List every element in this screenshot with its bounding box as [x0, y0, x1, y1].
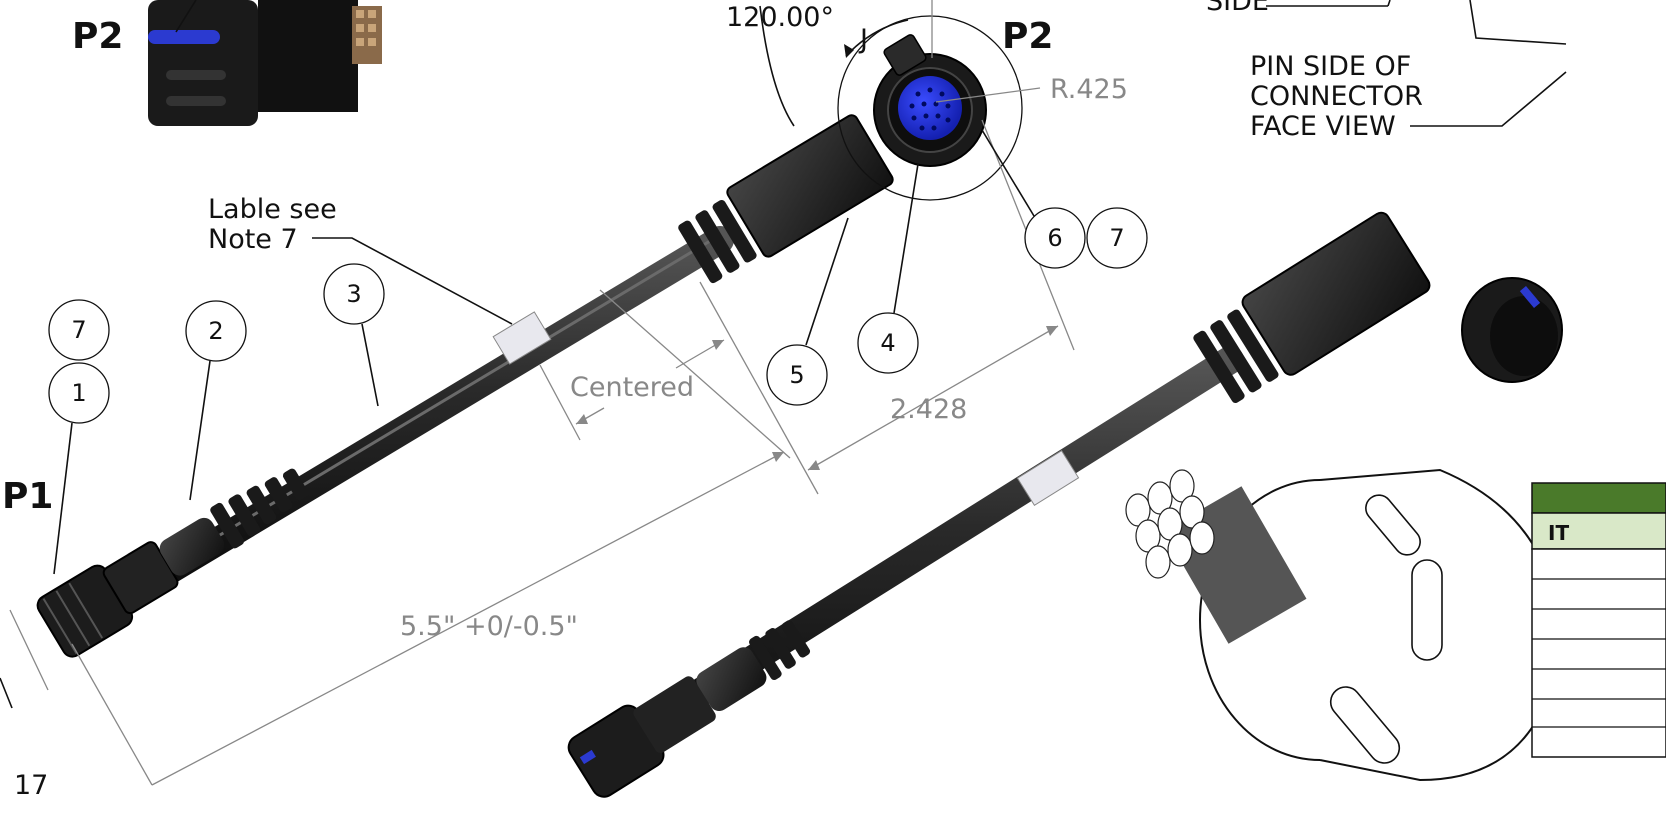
wire-bundle-icon: [1125, 469, 1215, 579]
dimension-lines: 2.428 Centered 5.5" +0/-0.5": [9, 119, 1075, 786]
balloon-1: 1: [48, 362, 110, 575]
balloon-label: 2: [208, 317, 223, 345]
detail-letter: J: [858, 24, 868, 55]
pin-side-line1: PIN SIDE OF: [1250, 51, 1411, 82]
label-note-line1: Lable see: [208, 194, 337, 225]
p2-right-angle-connector: [678, 34, 987, 284]
balloon-4: 4: [857, 163, 919, 374]
p1-straight-connector: [36, 468, 309, 658]
main-cable-assembly: [36, 34, 987, 658]
balloon-2: 2: [185, 300, 247, 501]
label-band-iso: [1016, 449, 1080, 507]
isometric-cable-assembly: [567, 211, 1563, 798]
balloon-6: 6: [981, 129, 1086, 269]
balloon-label: 5: [789, 361, 804, 389]
balloon-5: 5: [766, 217, 849, 406]
balloon-7-right: 7: [1086, 207, 1148, 269]
length-2428-dimension: 2.428: [890, 394, 967, 425]
connector-closeup-view: [1125, 468, 1562, 782]
label-note-line2: Note 7: [208, 224, 298, 255]
balloon-label: 6: [1047, 224, 1062, 252]
bom-header-item: IT: [1548, 521, 1569, 545]
pin-side-line2: CONNECTOR: [1250, 81, 1423, 112]
bom-table: IT: [1531, 482, 1666, 758]
balloon-7-left: 7: [48, 299, 110, 361]
bottom-fragment-text: 17: [14, 770, 48, 801]
centered-dimension: Centered: [570, 372, 694, 403]
balloon-label: 7: [1109, 224, 1124, 252]
overall-length-dimension: 5.5" +0/-0.5": [400, 611, 578, 642]
p1-label: P1: [2, 476, 53, 517]
label-band: [492, 311, 552, 365]
side-fragment-text: SIDE: [1206, 0, 1269, 17]
contact-pins-icon: [352, 6, 382, 64]
pin-side-line3: FACE VIEW: [1250, 111, 1396, 142]
balloon-label: 4: [880, 329, 895, 357]
pin-face-icon: [898, 76, 962, 140]
balloon-label: 1: [71, 379, 86, 407]
balloon-3: 3: [323, 263, 385, 407]
p2-left-label: P2: [72, 16, 123, 57]
p2-face-label: P2: [1002, 16, 1053, 57]
radius-dimension: R.425: [1050, 74, 1128, 105]
angle-dimension: 120.00°: [726, 2, 834, 33]
p2-detail-view: [148, 0, 382, 126]
label-note: Lable see Note 7: [208, 194, 513, 325]
balloon-label: 3: [346, 280, 361, 308]
balloon-label: 7: [71, 316, 86, 344]
top-right-notes: SIDE PIN SIDE OF CONNECTOR FACE VIEW: [1206, 0, 1567, 142]
p2-face-dimensions: P2 120.00° J R.425: [726, 0, 1128, 201]
